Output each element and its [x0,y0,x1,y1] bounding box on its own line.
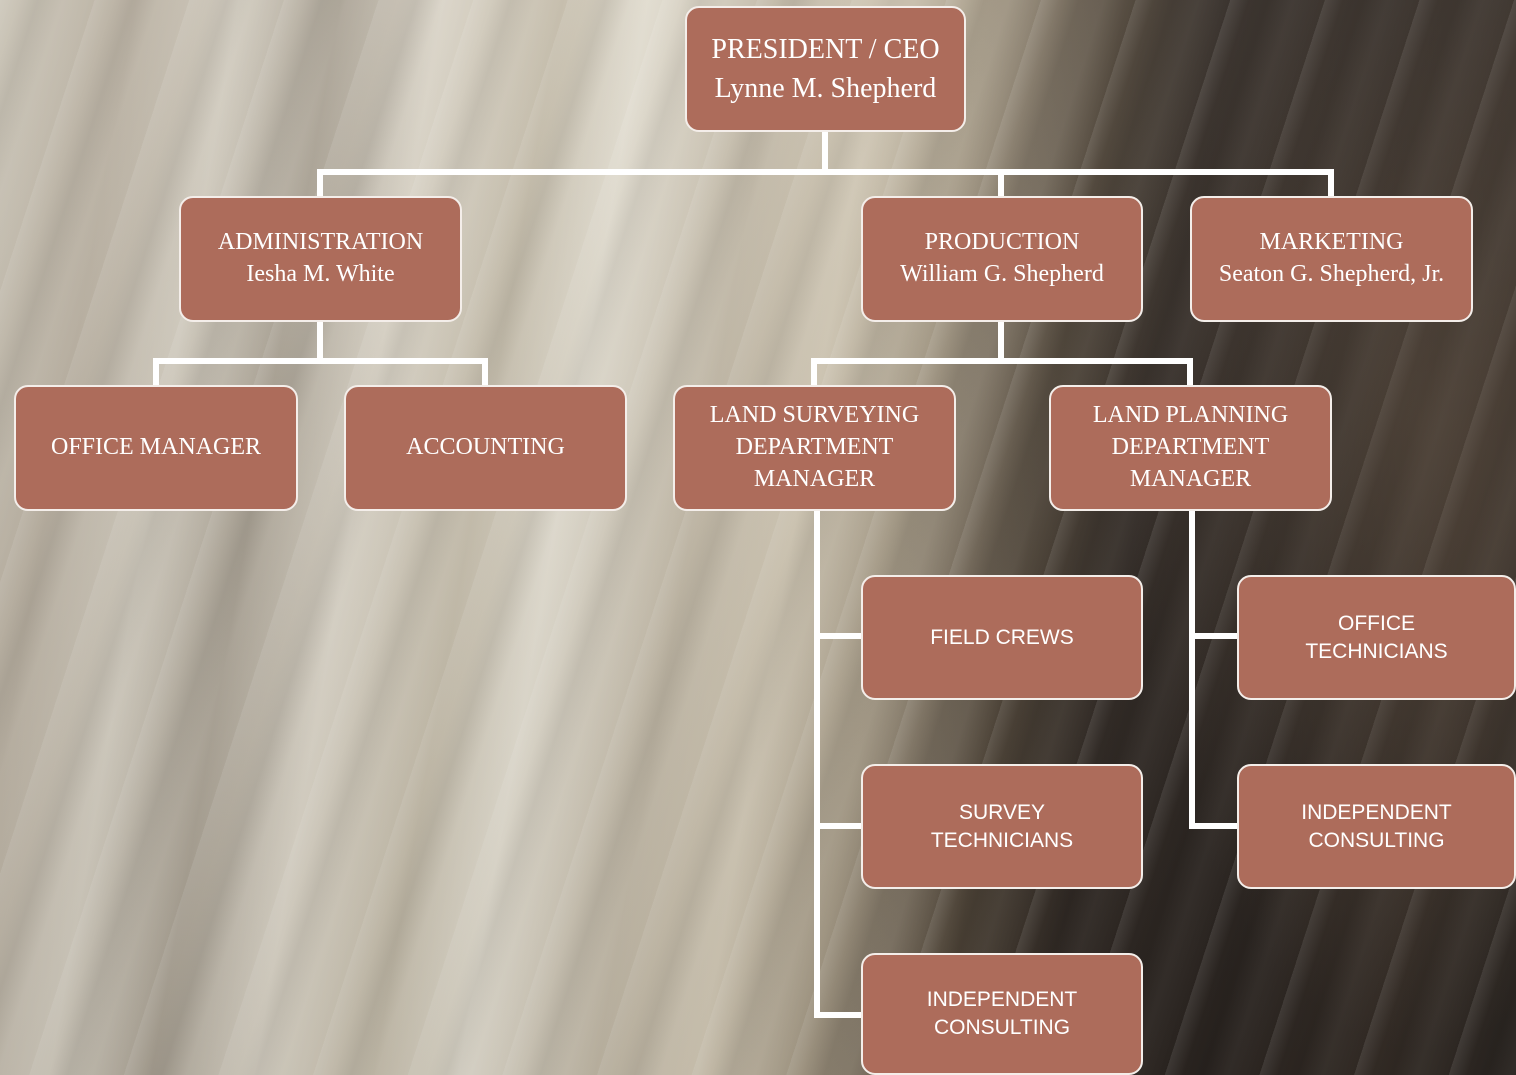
ceo-title: PRESIDENT / CEO [711,33,940,65]
production-title: PRODUCTION [924,229,1080,256]
land-planning-line1: LAND PLANNING [1092,402,1289,429]
land-surveying-line3: MANAGER [753,465,876,492]
production-name: William G. Shepherd [900,261,1104,287]
office-manager-box: OFFICE MANAGER [14,385,298,511]
survey-technicians-line2: TECHNICIANS [930,828,1074,852]
land-planning-line2: DEPARTMENT [1111,434,1270,461]
field-crews-box: FIELD CREWS [861,575,1143,700]
independent-consulting-planning-line2: CONSULTING [1308,828,1445,852]
independent-consulting-planning-box: INDEPENDENT CONSULTING [1237,764,1516,889]
accounting-box: ACCOUNTING [344,385,627,511]
accounting-title: ACCOUNTING [406,434,565,461]
office-technicians-line1: OFFICE [1338,611,1415,635]
independent-consulting-planning-line1: INDEPENDENT [1301,800,1452,824]
survey-technicians-box: SURVEY TECHNICIANS [861,764,1143,889]
survey-technicians-line1: SURVEY [959,800,1045,824]
office-technicians-line2: TECHNICIANS [1305,639,1448,663]
independent-consulting-surveying-box: INDEPENDENT CONSULTING [861,953,1143,1075]
field-crews-title: FIELD CREWS [930,625,1074,649]
land-planning-box: LAND PLANNING DEPARTMENT MANAGER [1049,385,1332,511]
land-surveying-line2: DEPARTMENT [735,434,894,461]
marketing-name: Seaton G. Shepherd, Jr. [1218,261,1445,287]
independent-consulting-surveying-line2: CONSULTING [933,1016,1071,1039]
administration-name: Iesha M. White [246,261,395,287]
office-technicians-box: OFFICE TECHNICIANS [1237,575,1516,700]
marketing-box: MARKETING Seaton G. Shepherd, Jr. [1190,196,1473,322]
independent-consulting-surveying-line1: INDEPENDENT [926,988,1078,1012]
land-surveying-box: LAND SURVEYING DEPARTMENT MANAGER [673,385,956,511]
production-box: PRODUCTION William G. Shepherd [861,196,1143,322]
office-manager-title: OFFICE MANAGER [50,434,262,461]
administration-box: ADMINISTRATION Iesha M. White [179,196,462,322]
ceo-name: Lynne M. Shepherd [714,73,937,104]
land-surveying-line1: LAND SURVEYING [709,402,920,429]
land-planning-line3: MANAGER [1129,465,1252,492]
ceo-box: PRESIDENT / CEO Lynne M. Shepherd [685,6,966,132]
marketing-title: MARKETING [1259,229,1404,256]
administration-title: ADMINISTRATION [217,229,424,256]
